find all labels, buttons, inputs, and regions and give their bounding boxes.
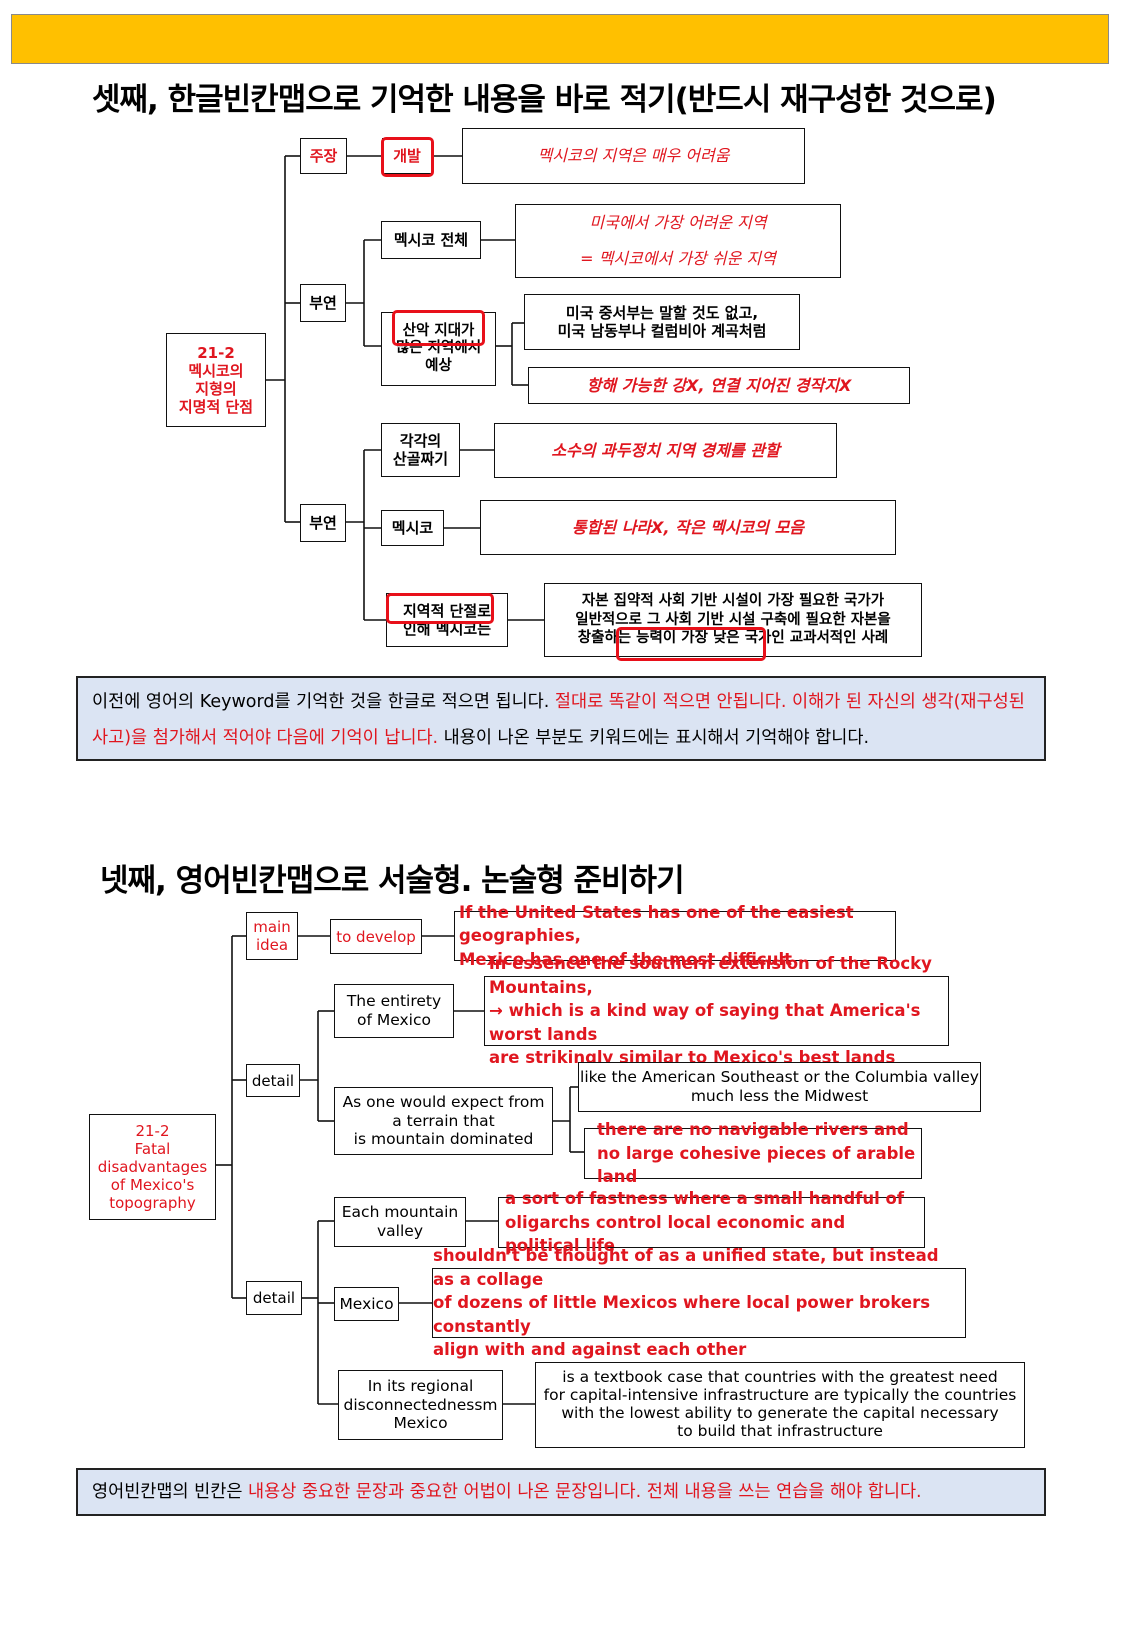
top-banner bbox=[11, 14, 1109, 64]
support1-label: 부연 bbox=[300, 284, 346, 322]
mountain-text2: 항해 가능한 강X, 연결 지어진 경작지X bbox=[528, 367, 910, 404]
mexico-whole-node: 멕시코 전체 bbox=[381, 221, 481, 259]
ability-highlight bbox=[616, 627, 766, 661]
each-valley-text: a sort of fastness where a small handful… bbox=[498, 1189, 925, 1255]
entirety-text-span: in essence the southern extension of the… bbox=[489, 954, 932, 1068]
root-node-ko: 21-2 멕시코의 지형의 지명적 단점 bbox=[166, 333, 266, 427]
claim-text: 멕시코의 지역은 매우 어려움 bbox=[462, 128, 805, 184]
claim-highlight bbox=[381, 137, 434, 177]
regional-text-en-span: is a textbook case that countries with t… bbox=[543, 1368, 1017, 1440]
regional-node-text: 지역적 단절로 인해 멕시코는 bbox=[402, 602, 492, 638]
note4-part1: 영어빈칸맵의 빈칸은 bbox=[92, 1482, 249, 1502]
main-idea-label: main idea bbox=[246, 912, 298, 960]
each-valley-node: Each mountain valley bbox=[334, 1197, 466, 1247]
entirety-node: The entirety of Mexico bbox=[334, 984, 454, 1038]
regional-text-en: is a textbook case that countries with t… bbox=[535, 1362, 1025, 1448]
root-node-en-text: 21-2 Fatal disadvantages of Mexico's top… bbox=[97, 1122, 208, 1212]
mexico-text: 통합된 나라X, 작은 멕시코의 모음 bbox=[480, 500, 896, 555]
regional-highlight bbox=[386, 593, 494, 624]
note-section3: 이전에 영어의 Keyword를 기억한 것을 한글로 적으면 됩니다. 절대로… bbox=[76, 676, 1046, 761]
regional-node-en-text: In its regional disconnectednessm Mexico bbox=[343, 1377, 498, 1433]
regional-text: 자본 집약적 사회 기반 시설이 가장 필요한 국가가 일반적으로 그 사회 기… bbox=[544, 583, 922, 657]
develop-text: If the United States has one of the easi… bbox=[454, 903, 896, 969]
main-idea-label-text: main idea bbox=[253, 918, 291, 954]
mexico-node-en: Mexico bbox=[334, 1287, 399, 1321]
mountain-text1: 미국 중서부는 말할 것도 없고, 미국 남동부나 컬럼비아 계곡처럼 bbox=[524, 294, 800, 350]
note3-part1: 이전에 영어의 Keyword를 기억한 것을 한글로 적으면 됩니다. bbox=[92, 692, 555, 712]
section3-title: 셋째, 한글빈칸맵으로 기억한 내용을 바로 적기(반드시 재구성한 것으로) bbox=[92, 82, 997, 118]
note3-part2: 절대로 똑같이 적으면 안됩니다. 이해가 된 자신의 생각(재구성된 사고)을… bbox=[92, 692, 1025, 748]
note-section4: 영어빈칸맵의 빈칸은 내용상 중요한 문장과 중요한 어법이 나온 문장입니다.… bbox=[76, 1468, 1046, 1516]
valley-text: 소수의 과두정치 지역 경제를 관할 bbox=[494, 423, 837, 478]
detail1-label: detail bbox=[246, 1064, 300, 1097]
regional-text-span: 자본 집약적 사회 기반 시설이 가장 필요한 국가가 일반적으로 그 사회 기… bbox=[575, 592, 891, 647]
detail2-label: detail bbox=[246, 1281, 302, 1315]
develop-node: to develop bbox=[330, 919, 422, 954]
mexico-text-en-span: shouldn't be thought of as a unified sta… bbox=[433, 1246, 939, 1360]
root-node-en: 21-2 Fatal disadvantages of Mexico's top… bbox=[89, 1114, 216, 1220]
mountain-highlight bbox=[392, 310, 485, 346]
mexico-whole-text-span: 미국에서 가장 어려운 지역 = 멕시코에서 가장 쉬운 지역 bbox=[580, 213, 776, 268]
develop-text-span: If the United States has one of the easi… bbox=[459, 903, 854, 969]
mexico-text-en: shouldn't be thought of as a unified sta… bbox=[432, 1246, 966, 1359]
each-valley-node-text: Each mountain valley bbox=[341, 1203, 459, 1240]
mexico-node: 멕시코 bbox=[381, 510, 444, 546]
terrain-node-text: As one would expect from a terrain that … bbox=[342, 1093, 545, 1149]
claim-node: 개발 bbox=[382, 138, 432, 174]
mexico-whole-text: 미국에서 가장 어려운 지역 = 멕시코에서 가장 쉬운 지역 bbox=[515, 204, 841, 278]
each-valley-text-span: a sort of fastness where a small handful… bbox=[505, 1188, 905, 1256]
terrain-text1-span: like the American Southeast or the Colum… bbox=[580, 1068, 979, 1105]
regional-node-en: In its regional disconnectednessm Mexico bbox=[338, 1370, 503, 1440]
terrain-node: As one would expect from a terrain that … bbox=[334, 1087, 553, 1155]
root-node-ko-text: 21-2 멕시코의 지형의 지명적 단점 bbox=[178, 344, 254, 416]
valley-node: 각각의 산골짜기 bbox=[381, 423, 460, 477]
claim-label: 주장 bbox=[300, 138, 347, 174]
entirety-text: in essence the southern extension of the… bbox=[484, 954, 949, 1067]
note3-part3: 내용이 나온 부분도 키워드에는 표시해서 기억해야 합니다. bbox=[438, 728, 870, 748]
mountain-text1-span: 미국 중서부는 말할 것도 없고, 미국 남동부나 컬럼비아 계곡처럼 bbox=[557, 304, 767, 340]
entirety-node-text: The entirety of Mexico bbox=[346, 992, 442, 1029]
terrain-text2-span: there are no navigable rivers and no lar… bbox=[597, 1119, 916, 1187]
terrain-text1: like the American Southeast or the Colum… bbox=[578, 1062, 981, 1112]
terrain-text2: there are no navigable rivers and no lar… bbox=[584, 1120, 922, 1186]
section4-title: 넷째, 영어빈칸맵으로 서술형. 논술형 준비하기 bbox=[100, 863, 685, 899]
regional-node: 지역적 단절로 인해 멕시코는 bbox=[386, 593, 508, 647]
note4-part2: 내용상 중요한 문장과 중요한 어법이 나온 문장입니다. 전체 내용을 쓰는 … bbox=[248, 1482, 922, 1502]
valley-node-text: 각각의 산골짜기 bbox=[392, 432, 449, 468]
support2-label: 부연 bbox=[300, 504, 346, 542]
